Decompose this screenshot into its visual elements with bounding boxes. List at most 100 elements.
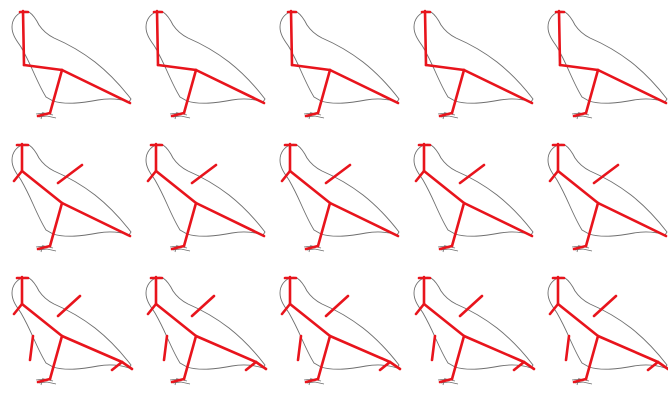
skeleton-branch [184, 70, 196, 113]
skeleton-branch [558, 171, 598, 203]
skeleton-branch [292, 65, 330, 70]
skeleton-branch [452, 203, 464, 246]
bird-panel [0, 133, 134, 266]
skeleton-branch [558, 304, 598, 336]
bird-figure [0, 0, 134, 133]
skeleton-branch [586, 203, 598, 246]
skeleton-branch [330, 203, 398, 236]
skeleton-branch [566, 336, 569, 360]
skeleton-branch [318, 70, 330, 113]
bird-panel [402, 0, 536, 133]
skeleton-branch [464, 203, 532, 236]
bird-outline [12, 11, 131, 103]
skeleton-branch [424, 304, 464, 336]
bird-figure [402, 266, 536, 399]
bird-outline [548, 11, 667, 103]
skeleton-branch [330, 70, 398, 103]
bird-figure [402, 0, 536, 133]
bird-figure [536, 0, 668, 133]
skeleton-branch [291, 11, 292, 65]
skeleton-branch [158, 65, 196, 70]
bird-figure [0, 266, 134, 399]
bird-panel [402, 266, 536, 399]
skeleton-branch [432, 336, 435, 360]
skeleton-branch [196, 336, 256, 362]
bird-outline [414, 11, 533, 103]
skeleton-branch [464, 336, 524, 362]
bird-outline [146, 144, 265, 236]
bird-figure [268, 133, 402, 266]
bird-figure [268, 266, 402, 399]
skeleton-branch [326, 296, 348, 316]
bird-figure [536, 266, 668, 399]
skeleton-branch [598, 70, 666, 103]
skeleton-branch [598, 336, 658, 362]
skeleton-branch [184, 336, 196, 379]
bird-outline [280, 144, 399, 236]
bird-panel [268, 266, 402, 399]
skeleton-branch [58, 296, 80, 316]
bird-panel [268, 0, 402, 133]
bird-panel [536, 266, 668, 399]
bird-panel [402, 133, 536, 266]
skeleton-branch [164, 336, 167, 360]
skeleton-branch [62, 203, 130, 236]
skeleton-branch [50, 70, 62, 113]
bird-panel [134, 0, 268, 133]
bird-panel [0, 0, 134, 133]
skeleton-branch [196, 70, 264, 103]
bird-panel [134, 266, 268, 399]
bird-panel [268, 133, 402, 266]
bird-figure [134, 133, 268, 266]
skeleton-branch [330, 336, 390, 362]
skeleton-branch [559, 11, 560, 65]
bird-panel [536, 133, 668, 266]
skeleton-branch [192, 296, 214, 316]
skeleton-branch [298, 336, 301, 360]
skeleton-branch [22, 304, 62, 336]
skeleton-branch [560, 65, 598, 70]
skeleton-branch [426, 65, 464, 70]
skeleton-branch [196, 203, 264, 236]
skeleton-branch [460, 296, 482, 316]
skeleton-branch [50, 336, 62, 379]
skeleton-branch [290, 304, 330, 336]
skeleton-branch [425, 11, 426, 65]
bird-outline [280, 11, 399, 103]
skeleton-branch [464, 70, 532, 103]
skeleton-branch [290, 171, 330, 203]
skeleton-branch [156, 304, 196, 336]
skeleton-branch [24, 65, 62, 70]
skeleton-branch [23, 11, 24, 65]
skeleton-branch [62, 336, 122, 362]
skeleton-branch [318, 336, 330, 379]
skeleton-branch [452, 70, 464, 113]
bird-panel [536, 0, 668, 133]
skeleton-branch [30, 336, 33, 360]
skeleton-branch [62, 70, 130, 103]
skeleton-branch [594, 296, 616, 316]
bird-figure [134, 266, 268, 399]
skeleton-branch [586, 70, 598, 113]
skeleton-branch [586, 336, 598, 379]
bird-outline [548, 144, 667, 236]
skeleton-branch [156, 171, 196, 203]
skeleton-branch [318, 203, 330, 246]
bird-figure [536, 133, 668, 266]
bird-figure [0, 133, 134, 266]
skeleton-branch [50, 203, 62, 246]
skeleton-branch [452, 336, 464, 379]
skeleton-branch [598, 203, 666, 236]
bird-figure [134, 0, 268, 133]
bird-outline [146, 11, 265, 103]
skeleton-branch [424, 171, 464, 203]
skeleton-branch [157, 11, 158, 65]
bird-panel [0, 266, 134, 399]
bird-outline [414, 144, 533, 236]
skeleton-branch [184, 203, 196, 246]
bird-outline [12, 144, 131, 236]
skeleton-branch [22, 171, 62, 203]
bird-panel [134, 133, 268, 266]
bird-figure [268, 0, 402, 133]
